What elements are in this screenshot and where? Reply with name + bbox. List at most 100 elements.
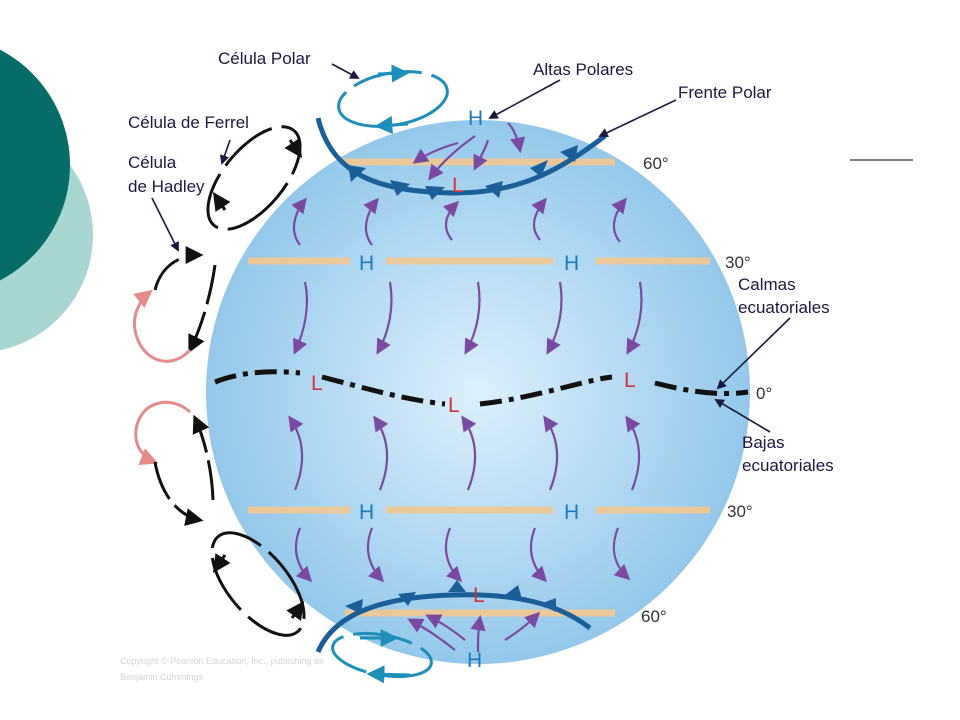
label-ferrel-cell: Célula de Ferrel [128,113,249,132]
ferrel-cell-south-loop [210,531,306,637]
wind-arrow [407,618,456,651]
wind-arrow [412,141,459,164]
callout-labels: Célula Polar Célula de Ferrel Célula de … [128,49,834,475]
side-decoration [0,49,93,351]
wind-arrow [543,415,559,491]
hadley-cell-south-return [134,400,192,466]
latitude-label-s60: 60° [641,607,667,626]
wind-arrow [373,415,389,491]
polar-cell-north-arrow [374,116,409,135]
hadley-cell-north-outer [188,264,217,354]
high-pressure-label: H [467,649,482,672]
hadley-cell-north-top [153,246,204,291]
ferrel-cell-south-arrow [213,553,231,573]
ferrel-cell-north-loop [206,125,302,231]
latitude-label-n30: 30° [725,253,751,272]
wind-arrow [442,200,460,241]
wind-arrow [531,197,547,241]
ferrel-cell-north-arrow [213,192,231,212]
leader-equatorial-lows [714,399,771,433]
latitude-label-s30: 30° [727,502,753,521]
side-circle-dark [0,49,70,281]
label-polar-highs: Altas Polares [533,60,633,79]
label-hadley-cell-line1: Célula [128,153,177,172]
credit-line1: Copyright © Pearson Education, Inc., pub… [120,656,324,666]
polar-front-south [315,580,592,654]
wind-arrow [291,197,307,246]
hadley-cell-north [132,246,217,363]
leader-polar-cell [331,63,360,79]
wind-arrow [366,527,385,583]
ferrel-cell-north-arrow [284,138,302,158]
label-equatorial-calms-line1: Calmas [738,275,796,294]
globe [206,120,750,664]
high-pressure-label: H [564,252,579,275]
front-teeth-south [345,580,556,614]
leader-polar-highs [488,79,561,119]
low-pressure-label: L [473,584,485,607]
polar-cell-north [337,64,449,135]
wind-arrow [612,527,631,581]
wind-arrow [444,527,463,583]
low-pressure-label: L [624,369,636,392]
polar-front-south-line [315,592,592,654]
hadley-cell-south [134,400,215,526]
ferrel-cell-north [206,125,302,231]
leader-ferrel-cell [219,139,231,165]
wind-arrow [293,281,309,355]
label-polar-cell: Célula Polar [218,49,311,68]
wind-arrow [425,614,466,641]
credit-watermark: Copyright © Pearson Education, Inc., pub… [120,656,324,682]
label-equatorial-calms-line2: ecuatoriales [738,298,830,317]
ferrel-cell-south [210,531,306,637]
wind-arrow [611,197,627,243]
polar-cell-south-arrow [366,665,411,684]
equatorial-trough-line [214,369,749,407]
wind-arrow [470,614,486,653]
circulation-cells [132,64,449,684]
wind-arrow [294,527,313,583]
low-pressure-label: L [448,394,460,417]
wind-arrow [428,135,476,181]
wind-arrow [507,122,526,154]
polar-front-north-line [315,117,607,196]
polar-cell-north-arrow [377,64,410,83]
label-hadley-cell-line2: de Hadley [128,177,205,196]
wind-arrow [376,281,393,355]
high-pressure-label: H [468,107,483,130]
leader-polar-front [598,99,677,138]
front-teeth-north [348,145,578,200]
polar-cell-south [331,629,433,684]
low-pressure-label: L [452,174,464,197]
pressure-labels: H L H H L L L H H L H [311,107,636,672]
high-pressure-label: H [564,501,579,524]
label-polar-front: Frente Polar [678,83,772,102]
wind-arrow [288,415,304,491]
wind-arrow [625,415,641,491]
wind-arrow [473,139,490,171]
leader-hadley-cell [151,197,179,252]
polar-front-north [315,117,607,200]
wind-arrow [464,281,481,355]
wind-arrow [529,527,548,583]
low-pressure-label: L [311,372,323,395]
leader-equatorial-calms [716,317,791,390]
hadley-cell-north-return [132,289,192,363]
high-pressure-label: H [359,501,374,524]
callout-leaders [151,63,791,433]
wind-arrows [288,122,643,653]
ferrel-cell-south-arrow [286,601,305,621]
wind-arrow [363,197,379,246]
wind-arrow [546,281,563,355]
wind-arrow [626,281,643,355]
high-pressure-label: H [359,252,374,275]
hadley-cell-south-bottom [153,461,204,526]
latitude-label-eq: 0° [756,384,772,403]
wind-arrow [461,415,477,491]
label-equatorial-lows-line2: ecuatoriales [742,456,834,475]
label-equatorial-lows-line1: Bajas [742,433,785,452]
credit-line2: Benjamin Cummings [120,672,204,682]
latitude-labels: 60° 30° 0° 30° 60° [641,154,772,626]
wind-arrow [504,611,541,641]
